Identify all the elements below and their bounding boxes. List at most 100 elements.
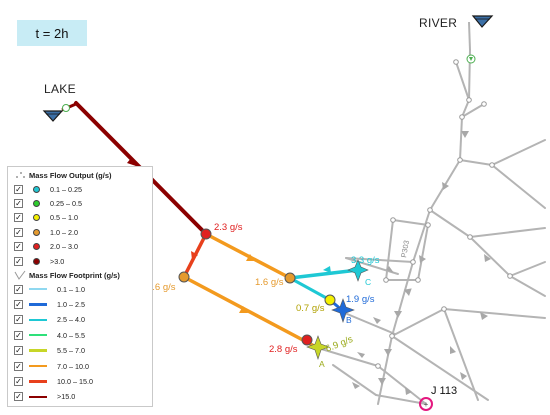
legend-footprint-swatch (29, 303, 47, 306)
pipe[interactable] (391, 335, 489, 401)
node[interactable] (457, 157, 463, 163)
node[interactable] (415, 277, 421, 283)
legend-checkbox[interactable]: ✓ (14, 256, 23, 266)
output-point-red[interactable] (200, 228, 212, 240)
flow-label-b-value: 1.9 g/s (346, 294, 375, 305)
node[interactable] (383, 277, 389, 283)
pipe[interactable] (345, 257, 399, 275)
legend-checkbox[interactable]: ✓ (14, 227, 23, 237)
pipe[interactable] (461, 103, 485, 118)
legend-checkbox[interactable]: ✓ (14, 284, 23, 294)
pipe[interactable] (509, 261, 546, 277)
pipe[interactable] (317, 347, 379, 367)
pipe[interactable] (377, 335, 393, 405)
pipe[interactable] (412, 209, 431, 263)
node[interactable] (441, 306, 447, 312)
node[interactable] (453, 59, 459, 65)
star-icon-a[interactable] (306, 335, 330, 360)
flow-pipe-cyan[interactable] (288, 268, 360, 280)
legend-checkbox[interactable]: ✓ (14, 198, 23, 208)
pipe[interactable] (443, 308, 546, 319)
arrow-icon (384, 349, 392, 356)
output-point-orange-middle[interactable] (284, 272, 296, 284)
node[interactable] (466, 97, 472, 103)
point-layer-icon (16, 172, 25, 178)
output-point-orange-left[interactable] (178, 271, 190, 283)
star-icon-b[interactable] (331, 298, 355, 323)
star-icon-c[interactable] (347, 259, 369, 282)
legend-output-label: 0.1 – 0.25 (50, 184, 82, 194)
output-point-red-a[interactable] (301, 334, 313, 346)
node[interactable] (489, 162, 495, 168)
flow-pipe-cyan-b[interactable] (288, 276, 332, 302)
flow-pipe-orange-lower[interactable] (182, 275, 320, 350)
arrow-icon (239, 306, 248, 313)
junction-j113-cross: + (424, 400, 429, 409)
legend-output-label: 2.0 – 3.0 (50, 242, 78, 252)
pipe[interactable] (332, 364, 377, 396)
junction-j113-ring[interactable] (419, 397, 433, 411)
node[interactable] (481, 101, 487, 107)
pipe[interactable] (459, 116, 463, 161)
pipe[interactable] (429, 209, 471, 238)
node[interactable] (467, 234, 473, 240)
letter-b: B (346, 315, 352, 325)
pipe[interactable] (459, 159, 493, 166)
node[interactable] (410, 259, 416, 265)
pipe[interactable] (339, 310, 396, 335)
river-reservoir[interactable] (466, 15, 494, 64)
pipe[interactable] (377, 365, 427, 405)
legend-output-item: ✓1.0 – 2.0 (14, 226, 78, 238)
pipe[interactable] (392, 219, 429, 226)
legend-checkbox[interactable]: ✓ (14, 361, 23, 371)
pipe[interactable] (491, 164, 546, 209)
arrow-icon (246, 254, 255, 261)
pipe[interactable] (461, 99, 470, 118)
legend-footprint-item: ✓>15.0 (14, 391, 75, 403)
arrow-icon (394, 311, 402, 318)
node[interactable] (425, 222, 431, 228)
legend-output-item: ✓ 2.0 – 3.0 (14, 241, 78, 253)
node[interactable] (389, 333, 395, 339)
pipe[interactable] (391, 261, 414, 337)
legend-output-label: 0.5 – 1.0 (50, 213, 78, 223)
pipe[interactable] (417, 224, 429, 281)
pipe[interactable] (469, 236, 511, 277)
flow-label-top: 2.3 g/s (214, 222, 243, 233)
legend-footprint-item: ✓ 2.5 – 4.0 (14, 314, 85, 326)
node[interactable] (427, 207, 433, 213)
node[interactable] (507, 273, 513, 279)
legend-checkbox[interactable]: ✓ (14, 315, 23, 325)
network-pipes (317, 49, 546, 405)
lake-reservoir[interactable] (42, 102, 77, 122)
node[interactable] (390, 217, 396, 223)
legend-checkbox[interactable]: ✓ (14, 242, 23, 252)
legend-checkbox[interactable]: ✓ (14, 330, 23, 340)
pipe[interactable] (509, 275, 546, 297)
node[interactable] (375, 363, 381, 369)
pipe[interactable] (455, 61, 470, 101)
flow-label-left: 1.6 g/s (147, 282, 176, 293)
pipe[interactable] (345, 257, 414, 263)
output-point-yellow[interactable] (324, 294, 336, 306)
pipe[interactable] (443, 308, 479, 401)
node[interactable] (459, 114, 465, 120)
legend-checkbox[interactable]: ✓ (14, 392, 23, 402)
flow-pipe-orange-upper[interactable] (204, 232, 292, 280)
legend-panel: Mass Flow Output (g/s) ✓0.1 – 0.25✓0.25 … (7, 166, 153, 407)
pipe[interactable] (391, 308, 445, 337)
legend-footprint-label: 0.1 – 1.0 (57, 284, 85, 294)
legend-footprint-label: 2.5 – 4.0 (57, 315, 85, 325)
legend-checkbox[interactable]: ✓ (14, 376, 23, 386)
arrow-icon (378, 378, 386, 385)
arrow-icon (484, 254, 491, 262)
legend-checkbox[interactable]: ✓ (14, 184, 23, 194)
legend-checkbox[interactable]: ✓ (14, 299, 23, 309)
legend-checkbox[interactable]: ✓ (14, 346, 23, 356)
legend-checkbox[interactable]: ✓ (14, 213, 23, 223)
legend-footprint-label: 4.0 – 5.5 (57, 330, 85, 340)
pipe[interactable] (469, 227, 546, 238)
pipe[interactable] (491, 139, 546, 166)
pipe[interactable] (375, 394, 427, 405)
